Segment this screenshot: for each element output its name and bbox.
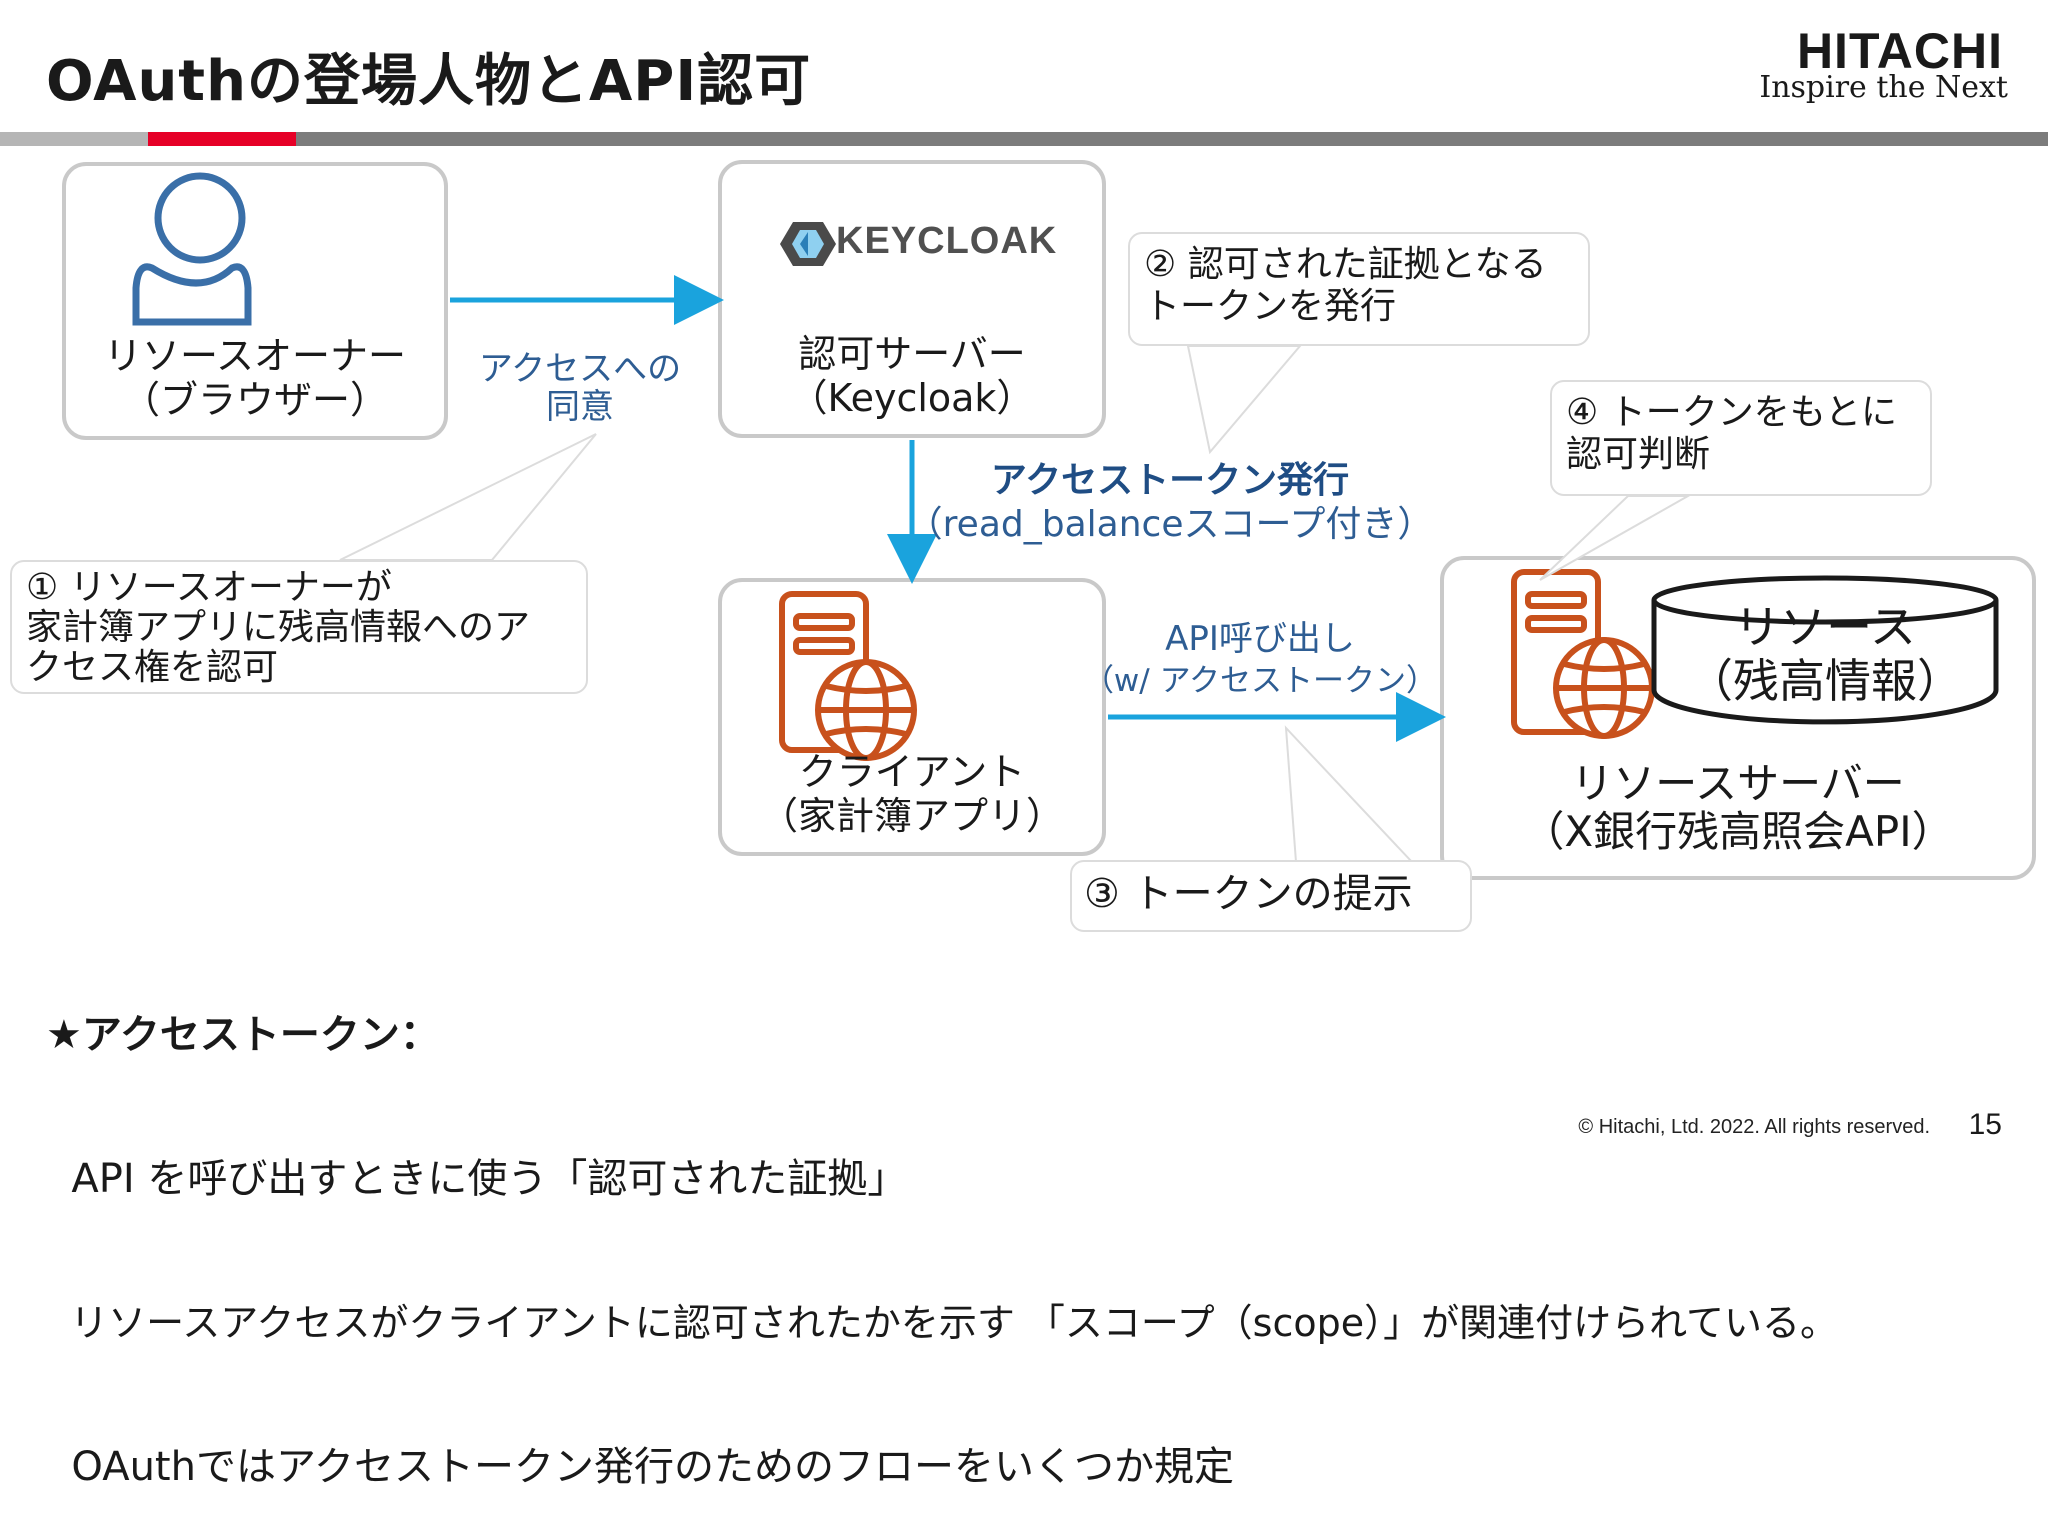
resource-owner-box [62,162,448,440]
token-issue-subtitle: （read_balanceスコープ付き） [906,504,1434,545]
copyright: © Hitachi, Ltd. 2022. All rights reserve… [1578,1116,1930,1138]
diagram-graphics [132,172,1999,863]
api-call-subtitle: （w/ アクセストークン） [1082,663,1438,699]
header-divider-accent [148,132,296,146]
person-icon [132,172,252,326]
logo-tagline: Inspire the Next [1759,70,2008,105]
callout-1: ① リソースオーナーが 家計簿アプリに残高情報へのア クセス権を認可 [10,560,588,694]
consent-edge-label: アクセスへの 同意 [478,349,682,427]
callout-2: ② 認可された証拠となる トークンを発行 [1128,232,1590,346]
keycloak-logo-icon [780,222,836,266]
callout-tails [339,345,1692,863]
client-server-globe-icon [779,591,917,761]
notes-line-4: OAuthではアクセストークン発行のためのフローをいくつか規定 [46,1444,1234,1490]
page-title: OAuthの登場人物とAPI認可 [46,49,812,114]
auth-server-label: 認可サーバー （Keycloak） [789,332,1035,420]
notes-line-2: API を呼び出すときに使う「認可された証拠」 [46,1156,908,1202]
hitachi-logo: HITACHI [1796,23,2003,79]
callout-4: ④ トークンをもとに 認可判断 [1550,380,1932,496]
notes-block: ★アクセストークン： API を呼び出すときに使う「認可された証拠」 リソースア… [46,915,1838,1539]
resource-owner-label: リソースオーナー （ブラウザー） [103,334,407,422]
token-issue-title: アクセストークン発行 [990,460,1350,501]
keycloak-logo-text: KEYCLOAK [836,220,1058,262]
page-number: 15 [1968,1108,2002,1141]
notes-heading: ★アクセストークン： [46,1012,440,1058]
database-icon [1651,575,1999,725]
resource-server-label: リソースサーバー （X銀行残高照会API） [1522,759,1954,856]
header-divider [0,132,2048,146]
resource-server-globe-icon [1511,569,1655,739]
header-divider-light [0,132,148,146]
database-label: リソース （残高情報） [1687,600,1963,708]
notes-line-3: リソースアクセスがクライアントに認可されたかを示す 「スコープ（scope）」が… [46,1301,1838,1345]
callout-3: ③ トークンの提示 [1070,860,1472,932]
auth-server-box [718,160,1106,438]
client-label: クライアント （家計簿アプリ） [759,750,1064,838]
api-call-title: API呼び出し [1165,619,1355,659]
